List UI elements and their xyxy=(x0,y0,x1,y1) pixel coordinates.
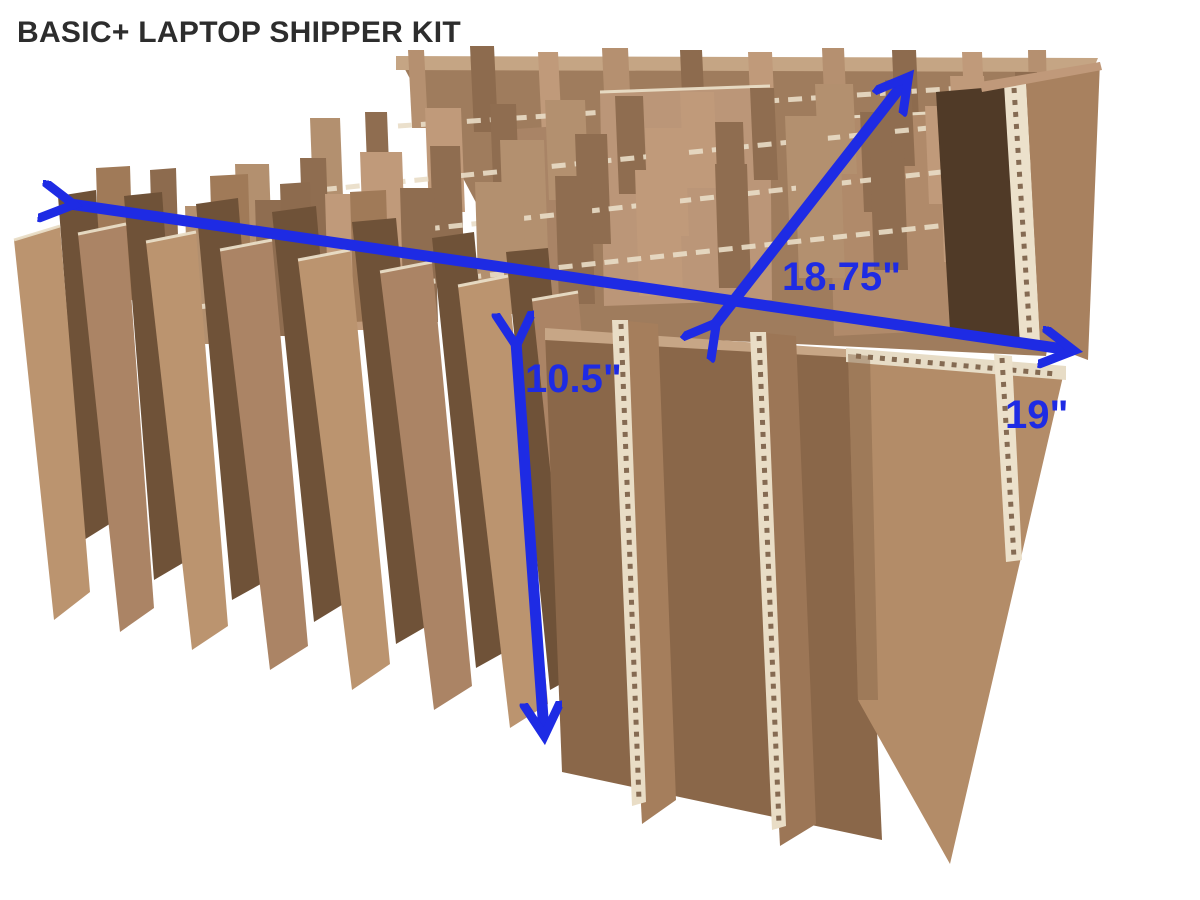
depth-dimension-label: 18.75" xyxy=(782,255,901,299)
width-dimension-label: 19" xyxy=(1005,393,1068,437)
page-title: BASIC+ LAPTOP SHIPPER KIT xyxy=(17,16,461,49)
height-dimension-arrow xyxy=(516,342,544,732)
kit-back-wall xyxy=(396,56,1098,72)
height-dimension-label: 10.5" xyxy=(525,357,622,401)
depth-dimension-arrow xyxy=(714,80,906,326)
